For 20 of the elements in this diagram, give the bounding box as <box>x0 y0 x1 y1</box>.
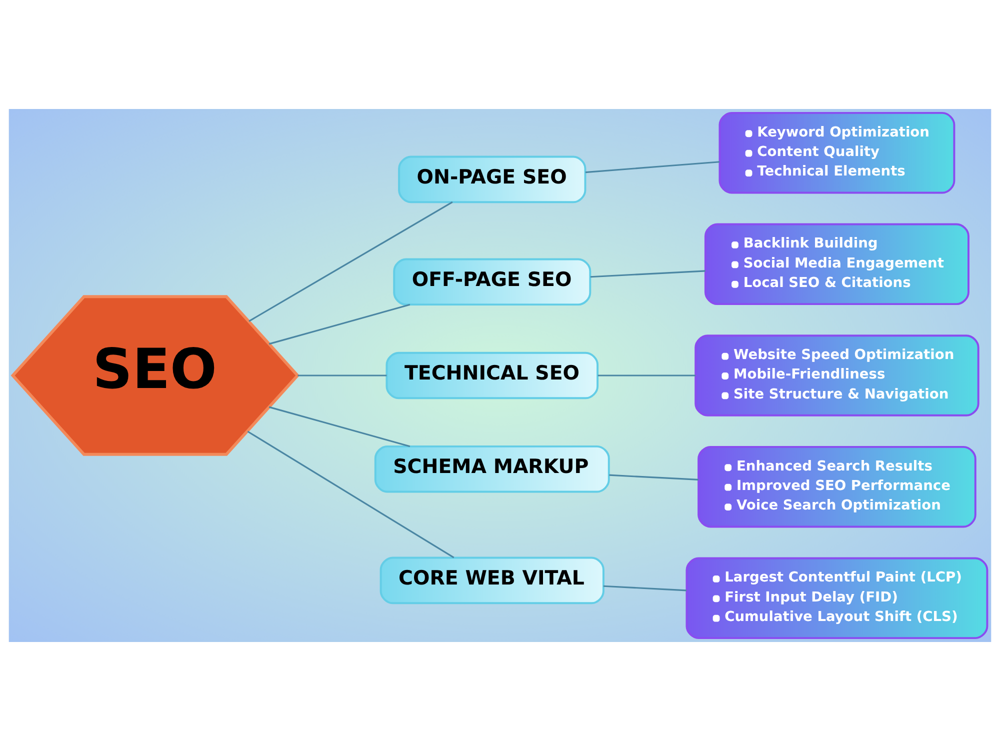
connector <box>248 200 453 322</box>
connector <box>603 584 686 591</box>
node-box: ON-PAGE SEO <box>398 155 586 203</box>
connector <box>268 406 410 447</box>
node-box: TECHNICAL SEO <box>386 351 599 399</box>
connector <box>598 374 696 376</box>
node-box: SCHEMA MARKUP <box>374 444 610 492</box>
node-box: CORE WEB VITAL <box>380 556 604 604</box>
node-box: Largest Contentful Paint (LCP) First Input Delay (FID) Cumulative Layout Shift (CLS) <box>686 556 988 639</box>
connector <box>298 374 387 376</box>
connector <box>247 430 454 558</box>
node-box: Enhanced Search Results Improved SEO Performance Voice Search Optimization <box>698 445 976 528</box>
connector <box>590 270 706 278</box>
node-box: Backlink Building Social Media Engagement Local SEO & Citations <box>704 222 970 305</box>
connector <box>268 303 410 344</box>
connector <box>609 474 698 480</box>
node-box: Website Speed Optimization Mobile-Friendliness Site Structure & Navigation <box>694 334 980 416</box>
node-box: OFF-PAGE SEO <box>393 258 592 306</box>
node-box: Keyword Optimization Content Quality Technical Elements <box>718 111 956 194</box>
connector <box>585 160 720 173</box>
